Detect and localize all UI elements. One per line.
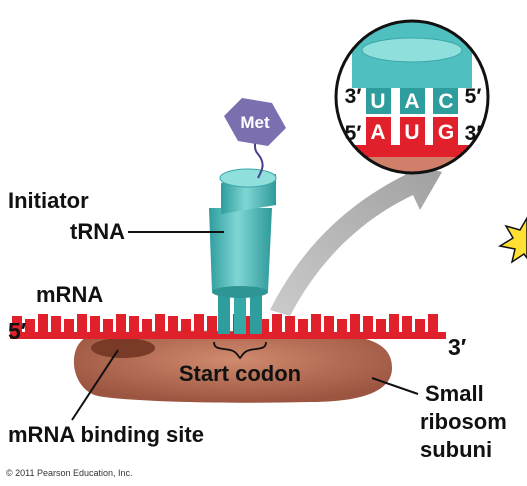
- inset-bottom-right-label: 3′: [465, 122, 482, 145]
- mrna-nucleotide: [38, 314, 48, 332]
- mrna-nucleotide: [194, 314, 204, 332]
- anticodon-base-2: A: [404, 90, 419, 113]
- mrna-nucleotide: [90, 316, 100, 332]
- mrna-nucleotide: [285, 316, 295, 332]
- mrna-nucleotide: [376, 319, 386, 332]
- inset-top-right-label: 5′: [465, 85, 482, 108]
- mrna-binding-site: [91, 338, 155, 358]
- inset-top-left-label: 3′: [345, 85, 362, 108]
- initiator-label-line1: Initiator: [8, 188, 89, 213]
- anticodon-base-1: U: [370, 90, 385, 113]
- mrna-nucleotide: [129, 316, 139, 332]
- mrna-nucleotide: [64, 319, 74, 332]
- met-label: Met: [240, 113, 270, 132]
- star-icon: [497, 216, 527, 264]
- mrna-nucleotide: [12, 316, 22, 332]
- initiator-trna: [209, 137, 277, 334]
- zoom-arrow: [270, 160, 442, 316]
- mrna-nucleotide: [298, 319, 308, 332]
- five-prime-label: 5′: [8, 318, 27, 344]
- mrna-nucleotide: [350, 314, 360, 332]
- anticodon-codon-inset: 3′ 5′ 5′ 3′ U A C A U G: [334, 19, 490, 175]
- mrna-nucleotide: [181, 319, 191, 332]
- mrna-nucleotide: [155, 314, 165, 332]
- mrna-nucleotide: [77, 314, 87, 332]
- mrna-nucleotide: [103, 319, 113, 332]
- mrna-nucleotide: [428, 314, 438, 332]
- small-subunit-leader: [371, 377, 419, 395]
- mrna-label: mRNA: [36, 282, 104, 307]
- mrna-nucleotide: [142, 319, 152, 332]
- small-subunit-label-line3: subuni: [420, 437, 493, 462]
- start-codon-label: Start codon: [179, 361, 301, 386]
- mrna-nucleotide: [311, 314, 321, 332]
- mrna-binding-site-label: mRNA binding site: [8, 422, 204, 447]
- mrna-nucleotide: [272, 314, 282, 332]
- initiator-label-line2: tRNA: [70, 219, 125, 244]
- start-codon-bracket: [213, 341, 267, 360]
- small-subunit-label-line1: Small: [425, 381, 484, 406]
- three-prime-label: 3′: [448, 334, 467, 360]
- mrna-nucleotide: [116, 314, 126, 332]
- mrna-nucleotide: [51, 316, 61, 332]
- mrna-nucleotide: [207, 316, 217, 332]
- mrna-nucleotide: [337, 319, 347, 332]
- mrna-nucleotide: [168, 316, 178, 332]
- inset-bottom-left-label: 5′: [345, 122, 362, 145]
- methionine: Met: [224, 98, 286, 146]
- mrna-nucleotide: [25, 319, 35, 332]
- mrna-nucleotide: [389, 314, 399, 332]
- mrna-nucleotide: [259, 319, 269, 332]
- copyright-notice: © 2011 Pearson Education, Inc.: [6, 468, 133, 478]
- mrna-nucleotide: [415, 319, 425, 332]
- mrna-nucleotide: [363, 316, 373, 332]
- binding-site-leader: [71, 349, 119, 421]
- mrna-nucleotide: [324, 316, 334, 332]
- codon-base-1: A: [370, 121, 385, 144]
- codon-base-3: G: [438, 121, 454, 144]
- codon-base-2: U: [404, 121, 419, 144]
- small-subunit-label-line2: ribosom: [420, 409, 507, 434]
- anticodon-base-3: C: [438, 90, 453, 113]
- mrna-nucleotide: [402, 316, 412, 332]
